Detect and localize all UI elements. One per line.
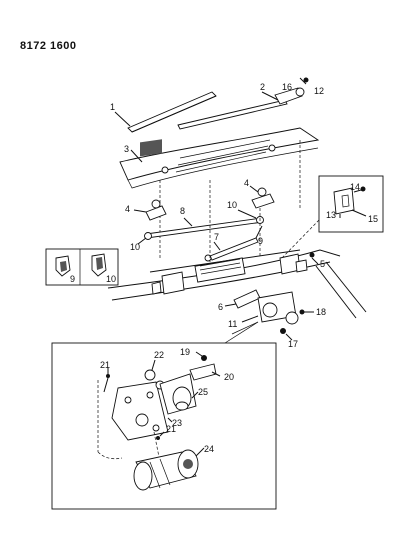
- callout-18: 18: [316, 307, 326, 317]
- callout-2: 2: [260, 82, 265, 92]
- callout-5: 5: [320, 259, 325, 269]
- callout-13: 13: [326, 210, 336, 220]
- drive-link: [145, 217, 264, 239]
- callout-20: 20: [224, 372, 234, 382]
- callout-11: 11: [228, 319, 237, 329]
- callout-24: 24: [204, 444, 214, 454]
- callout-19: 19: [180, 347, 190, 357]
- clip-inset: [45, 248, 119, 286]
- callout-25: 25: [198, 387, 208, 397]
- callout-10-right: 10: [227, 200, 237, 210]
- callout-21-top: 21: [100, 360, 110, 370]
- short-link: [204, 237, 259, 262]
- callout-12: 12: [314, 86, 324, 96]
- callout-10-left: 10: [130, 242, 140, 252]
- callout-9-body: 9: [258, 236, 263, 246]
- callout-21-bottom: 21: [166, 424, 176, 434]
- callout-10-inset: 10: [106, 274, 116, 284]
- pivot-right: [249, 185, 275, 209]
- callout-1: 1: [110, 102, 115, 112]
- callout-4-left: 4: [125, 204, 130, 214]
- callout-14: 14: [350, 182, 360, 192]
- link-bushings: [137, 209, 264, 245]
- motor-inset: [51, 321, 277, 510]
- motor-installed: [224, 289, 314, 341]
- wiper-blade: [114, 91, 217, 133]
- bracket-inset: [279, 175, 384, 261]
- callout-23: 23: [172, 418, 182, 428]
- cowl-panel: [119, 127, 320, 260]
- callout-4-right: 4: [244, 178, 249, 188]
- pivot-left: [133, 199, 167, 221]
- callout-7: 7: [214, 232, 219, 242]
- callout-15: 15: [368, 214, 378, 224]
- wiper-arm: [177, 77, 309, 130]
- callout-22: 22: [154, 350, 164, 360]
- callout-6: 6: [218, 302, 223, 312]
- callout-9-inset: 9: [70, 274, 75, 284]
- callout-17: 17: [288, 339, 298, 349]
- callout-16: 16: [282, 82, 292, 92]
- callout-3: 3: [124, 144, 129, 154]
- callout-labels: 1 2 3 4 4 5 6 7 8 9 9 10 10 10 11 12 13 …: [70, 82, 378, 454]
- figure-code: 8172 1600: [20, 40, 77, 52]
- body-structure: [107, 180, 367, 319]
- callout-8: 8: [180, 206, 185, 216]
